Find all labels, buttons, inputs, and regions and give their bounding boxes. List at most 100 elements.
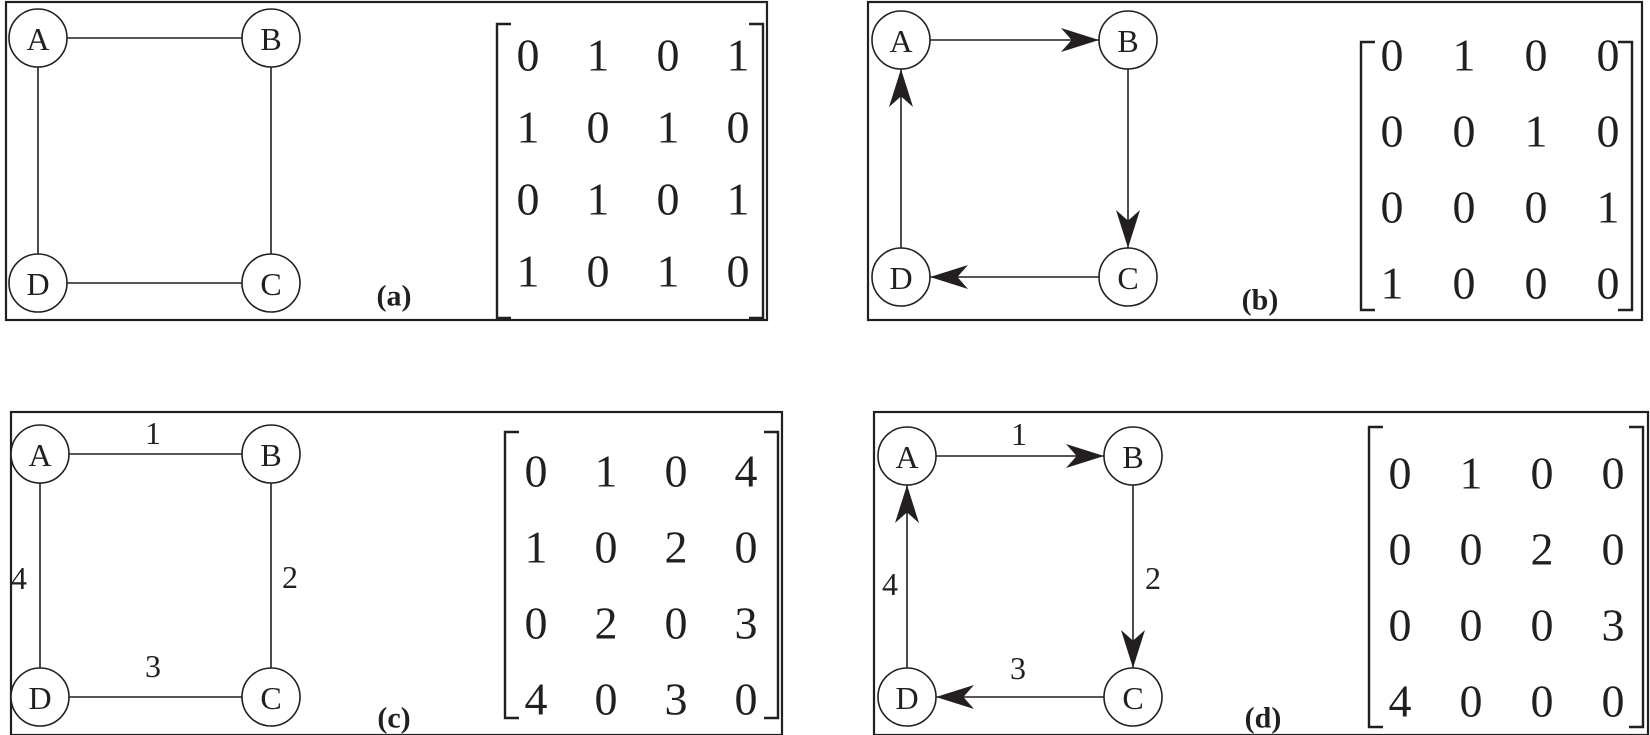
matrix-cell: 1 <box>1453 30 1476 81</box>
matrix-cell: 1 <box>595 446 618 497</box>
edge-weight-label: 1 <box>1011 416 1027 452</box>
matrix-cell: 1 <box>587 174 610 225</box>
matrix-cell: 0 <box>657 174 680 225</box>
node-circle <box>871 10 931 70</box>
matrix-cell: 0 <box>1525 30 1548 81</box>
matrix-cell: 0 <box>517 30 540 81</box>
matrix-cell: 0 <box>595 522 618 573</box>
matrix-cell: 0 <box>587 246 610 297</box>
edge-weight-label: 1 <box>145 415 161 451</box>
matrix-cell: 0 <box>727 246 750 297</box>
edge-weight-label: 3 <box>145 648 161 684</box>
node-circle <box>10 667 70 727</box>
edge-c-d: 3 <box>69 648 242 698</box>
matrix-cell: 1 <box>1525 106 1548 157</box>
matrix-cell: 0 <box>1460 600 1483 651</box>
edge-d-a <box>889 69 913 248</box>
edge-b-c: 2 <box>270 483 298 668</box>
edge-weight-label: 4 <box>882 566 898 602</box>
matrix-cell: 0 <box>1602 448 1625 499</box>
node-circle <box>1103 426 1163 486</box>
matrix-cell: 0 <box>1389 524 1412 575</box>
matrix-cell: 0 <box>1389 600 1412 651</box>
node-label: B <box>260 21 281 57</box>
node-label: B <box>1122 439 1143 475</box>
node-b: B <box>241 8 301 68</box>
matrix-cell: 0 <box>1460 676 1483 727</box>
matrix-cell: 0 <box>1531 676 1554 727</box>
arrow-head-icon <box>1066 444 1104 468</box>
panel-caption: (d) <box>1245 702 1282 735</box>
matrix-cell: 4 <box>525 674 548 725</box>
node-circle <box>8 253 68 313</box>
panel-caption: (b) <box>1242 284 1279 317</box>
edge-weight-label: 2 <box>1145 560 1161 596</box>
edge-weight-label: 3 <box>1010 650 1026 686</box>
arrow-head-icon <box>930 265 968 289</box>
node-c: C <box>241 667 301 727</box>
edge-d-a: 4 <box>11 483 41 668</box>
node-circle <box>1103 667 1163 727</box>
matrix-cell: 3 <box>665 674 688 725</box>
node-label: A <box>889 23 912 59</box>
panel-frame <box>866 0 1644 322</box>
panel-frame <box>9 410 784 735</box>
edge-c-d <box>930 265 1099 289</box>
matrix-cell: 0 <box>1531 448 1554 499</box>
left-bracket <box>495 22 511 320</box>
arrow-head-icon <box>1121 630 1145 668</box>
matrix-cell: 1 <box>525 522 548 573</box>
node-c: C <box>1098 247 1158 307</box>
matrix-cell: 0 <box>1381 30 1404 81</box>
matrix-cell: 0 <box>735 522 758 573</box>
panel-frame <box>4 0 769 322</box>
matrix-cell: 0 <box>1531 600 1554 651</box>
matrix-cell: 1 <box>1381 258 1404 309</box>
matrix-cell: 0 <box>1460 524 1483 575</box>
matrix-cell: 1 <box>1597 182 1620 233</box>
node-d: D <box>877 667 937 727</box>
matrix-cell: 0 <box>727 102 750 153</box>
edge-c-d: 3 <box>936 650 1104 709</box>
node-label: B <box>1117 23 1138 59</box>
node-circle <box>1098 10 1158 70</box>
node-circle <box>241 424 301 484</box>
edge-a-b: 1 <box>69 415 242 455</box>
node-circle <box>241 253 301 313</box>
node-label: C <box>1117 260 1138 296</box>
arrow-head-icon <box>1061 28 1099 52</box>
matrix-cell: 1 <box>1460 448 1483 499</box>
node-label: C <box>1122 680 1143 716</box>
node-label: D <box>889 260 912 296</box>
node-a: A <box>871 10 931 70</box>
matrix-cell: 3 <box>1602 600 1625 651</box>
node-label: D <box>26 266 49 302</box>
panel-frame <box>872 410 1650 735</box>
matrix-cell: 2 <box>1531 524 1554 575</box>
node-a: A <box>877 426 937 486</box>
matrix-cell: 1 <box>727 174 750 225</box>
node-circle <box>8 8 68 68</box>
node-circle <box>877 667 937 727</box>
node-c: C <box>1103 667 1163 727</box>
right-bracket <box>764 430 780 720</box>
matrix-cell: 0 <box>595 674 618 725</box>
matrix-cell: 0 <box>1597 258 1620 309</box>
matrix-cell: 2 <box>665 522 688 573</box>
left-bracket <box>1359 40 1375 312</box>
node-circle <box>241 8 301 68</box>
matrix-cell: 0 <box>1453 106 1476 157</box>
edge-b-c <box>1116 69 1140 248</box>
node-circle <box>10 424 70 484</box>
node-label: B <box>260 437 281 473</box>
node-label: D <box>895 680 918 716</box>
matrix-cell: 0 <box>1525 182 1548 233</box>
matrix-cell: 3 <box>735 598 758 649</box>
matrix-cell: 0 <box>525 598 548 649</box>
matrix-cell: 0 <box>1602 524 1625 575</box>
left-bracket <box>503 430 519 720</box>
edge-weight-label: 2 <box>282 559 298 595</box>
